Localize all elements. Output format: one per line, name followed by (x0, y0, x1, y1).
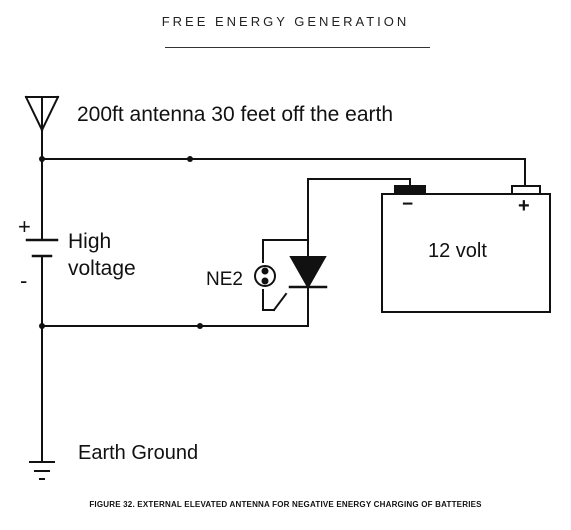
page-header: FREE ENERGY GENERATION (161, 14, 410, 29)
ne2-neon-lamp (254, 239, 309, 312)
high-voltage-label-line1: High (68, 230, 112, 253)
high-voltage-source (25, 238, 59, 258)
battery-minus-sign: − (402, 194, 414, 215)
header-rule (165, 47, 430, 48)
battery-box (381, 193, 551, 313)
battery-minus-terminal (394, 185, 426, 195)
hv-minus-sign: - (20, 268, 28, 293)
antenna-label: 200ft antenna 30 feet off the earth (77, 103, 394, 126)
high-voltage-label-line2: voltage (68, 257, 136, 280)
earth-ground-symbol (29, 461, 55, 480)
battery-plus-terminal (511, 185, 541, 195)
scr-diode (288, 256, 328, 290)
ne2-label: NE2 (206, 269, 243, 290)
earth-ground-label: Earth Ground (78, 442, 199, 464)
battery-plus-sign: + (518, 195, 530, 217)
figure-caption: FIGURE 32. EXTERNAL ELEVATED ANTENNA FOR… (89, 500, 482, 509)
battery-label: 12 volt (428, 240, 487, 262)
junction-dots (39, 156, 203, 329)
hv-plus-sign: + (18, 214, 31, 239)
